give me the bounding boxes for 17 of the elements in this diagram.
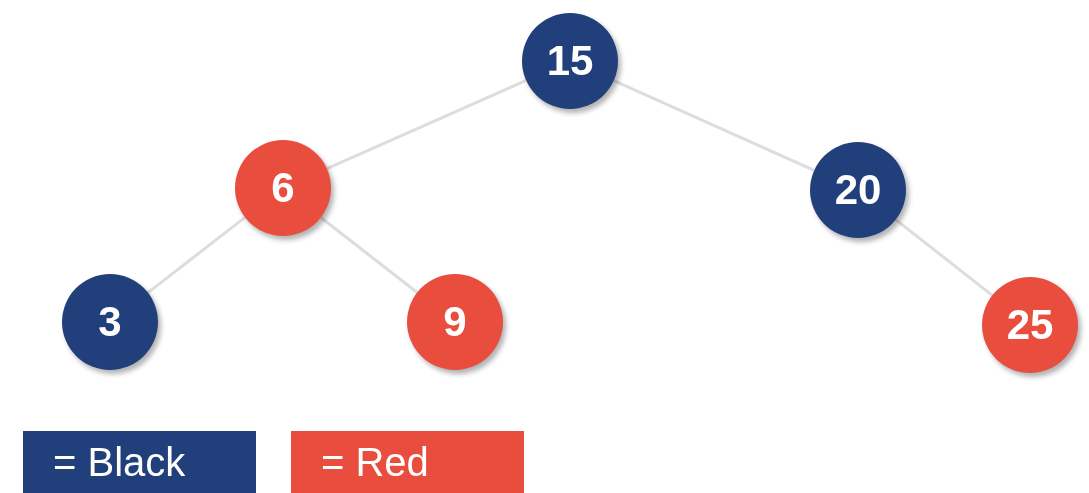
node-value: 6 xyxy=(271,164,295,212)
tree-node-circle xyxy=(407,274,503,370)
connector-line xyxy=(326,79,527,170)
connector-line xyxy=(894,218,994,297)
node-value: 15 xyxy=(546,37,594,85)
tree-node-circle xyxy=(810,142,906,238)
node-value: 3 xyxy=(98,298,122,346)
connector-line xyxy=(319,216,419,294)
legend-label: = Black xyxy=(53,439,186,485)
legend-label: = Red xyxy=(321,439,429,485)
node-value: 20 xyxy=(834,166,882,214)
tree-node-circle xyxy=(982,277,1078,373)
node-value: 9 xyxy=(443,298,467,346)
node-value: 25 xyxy=(1006,301,1054,349)
connector-line xyxy=(613,79,815,172)
connector-line xyxy=(147,216,246,294)
tree-node-circle xyxy=(235,140,331,236)
